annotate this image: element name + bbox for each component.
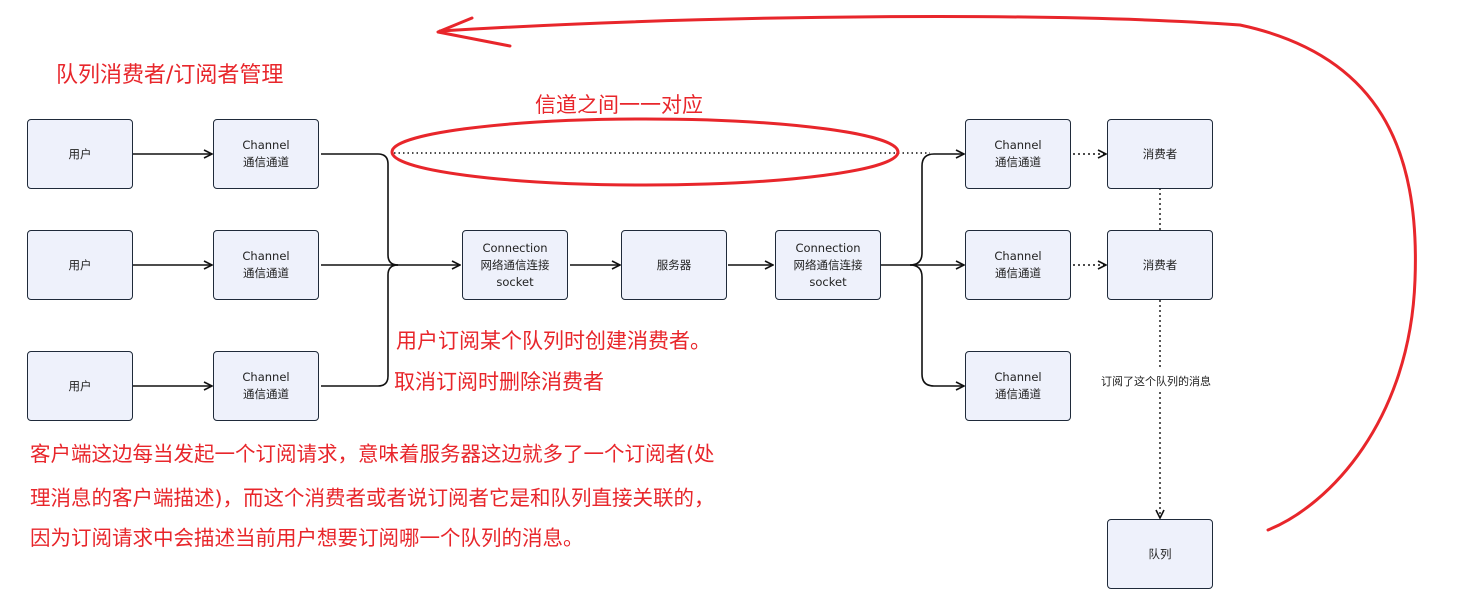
node-label: 消费者	[1142, 146, 1178, 161]
return-arrow-head	[436, 16, 512, 48]
edge-connection-channel-r1	[909, 154, 964, 266]
node-sublabel-2: socket	[809, 274, 847, 289]
node-sublabel: 通信通道	[995, 266, 1041, 280]
channel-node-right-2: Channel 通信通道	[965, 230, 1071, 300]
channel-node-right-3: Channel 通信通道	[965, 351, 1071, 421]
node-label: Channel	[994, 249, 1042, 263]
node-sublabel-2: socket	[496, 274, 534, 289]
user-node-3: 用户	[27, 351, 133, 421]
connection-node-left: Connection 网络通信连接 socket	[462, 230, 568, 300]
node-sublabel: 通信通道	[243, 266, 289, 280]
mapping-highlight-ellipse	[390, 117, 900, 187]
node-label: Channel	[242, 138, 290, 152]
return-arrow-curve	[438, 15, 1417, 532]
annotation-paragraph-line-2: 理消息的客户端描述)，而这个消费者或者说订阅者它是和队列直接关联的，	[30, 486, 715, 510]
node-label: 队列	[1148, 546, 1172, 561]
subscribed-label: 订阅了这个队列的消息	[1099, 373, 1213, 389]
node-label: Connection	[795, 240, 861, 255]
edge-channel3-connection	[321, 264, 399, 387]
node-sublabel: 网络通信连接	[480, 257, 550, 272]
consumer-node-1: 消费者	[1107, 119, 1213, 189]
queue-node: 队列	[1107, 519, 1213, 589]
channel-node-left-3: Channel 通信通道	[213, 351, 319, 421]
channel-node-right-1: Channel 通信通道	[965, 119, 1071, 189]
node-label: Channel	[242, 370, 290, 384]
edge-connection-channel-r3	[909, 264, 964, 386]
annotation-title: 队列消费者/订阅者管理	[56, 63, 284, 88]
node-sublabel: 网络通信连接	[793, 257, 863, 272]
server-node: 服务器	[621, 230, 727, 300]
node-label: 服务器	[656, 257, 692, 272]
annotation-paragraph-line-3: 因为订阅请求中会描述当前用户想要订阅哪一个队列的消息。	[30, 526, 584, 550]
node-label: 消费者	[1142, 257, 1178, 272]
connection-node-right: Connection 网络通信连接 socket	[775, 230, 881, 300]
annotation-delete-consumer: 取消订阅时删除消费者	[394, 370, 604, 394]
node-label: 用户	[68, 146, 92, 161]
node-label: 用户	[68, 378, 92, 393]
annotation-channel-mapping: 信道之间一一对应	[535, 93, 703, 117]
channel-node-left-2: Channel 通信通道	[213, 230, 319, 300]
annotation-create-consumer: 用户订阅某个队列时创建消费者。	[396, 329, 711, 353]
node-label: 用户	[68, 257, 92, 272]
user-node-2: 用户	[27, 230, 133, 300]
node-sublabel: 通信通道	[995, 155, 1041, 169]
node-label: Channel	[994, 370, 1042, 384]
annotation-paragraph-line-1: 客户端这边每当发起一个订阅请求，意味着服务器这边就多了一个订阅者(处	[30, 442, 715, 466]
channel-node-left-1: Channel 通信通道	[213, 119, 319, 189]
user-node-1: 用户	[27, 119, 133, 189]
edge-channel1-connection	[321, 153, 399, 266]
node-label: Connection	[482, 240, 548, 255]
consumer-node-2: 消费者	[1107, 230, 1213, 300]
node-label: Channel	[242, 249, 290, 263]
node-sublabel: 通信通道	[243, 387, 289, 401]
node-sublabel: 通信通道	[243, 155, 289, 169]
node-label: Channel	[994, 138, 1042, 152]
node-sublabel: 通信通道	[995, 387, 1041, 401]
